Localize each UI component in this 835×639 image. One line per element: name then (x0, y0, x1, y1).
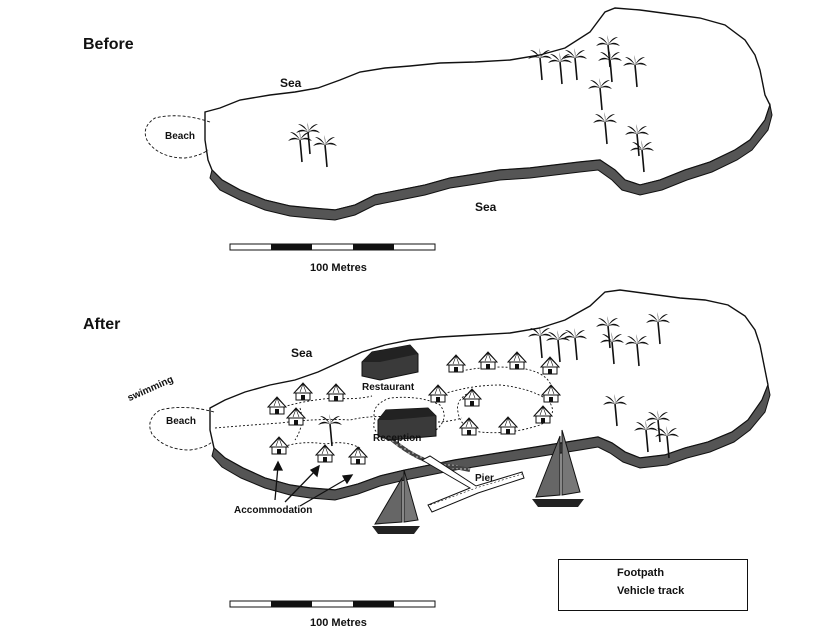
after-sea-label: Sea (291, 346, 313, 360)
after-island (149, 289, 771, 501)
legend-footpath-label: Footpath (617, 567, 665, 579)
pier-icon (420, 455, 525, 513)
sailboat-icon (532, 429, 584, 507)
after-scale-bar (229, 600, 436, 608)
restaurant-label: Restaurant (362, 382, 415, 393)
accommodation-label: Accommodation (234, 505, 313, 516)
before-scale-label: 100 Metres (310, 262, 367, 274)
before-sea-north: Sea (280, 76, 302, 90)
before-island (144, 7, 773, 221)
sailboat-icon (372, 469, 420, 534)
reception-label: Reception (373, 433, 422, 444)
before-heading: Before (83, 36, 134, 53)
before-scale-bar (229, 243, 436, 251)
pier-label: Pier (475, 473, 494, 484)
building-icon (361, 344, 419, 381)
legend (558, 559, 748, 611)
after-scale-label: 100 Metres (310, 617, 367, 629)
after-beach-label: Beach (166, 416, 197, 427)
accommodation-arrows (272, 460, 354, 507)
legend-vehicle-track-label: Vehicle track (617, 585, 685, 597)
after-heading: After (83, 316, 121, 333)
before-beach-label: Beach (165, 131, 196, 142)
building-icon (377, 407, 437, 441)
before-sea-south: Sea (475, 200, 497, 214)
